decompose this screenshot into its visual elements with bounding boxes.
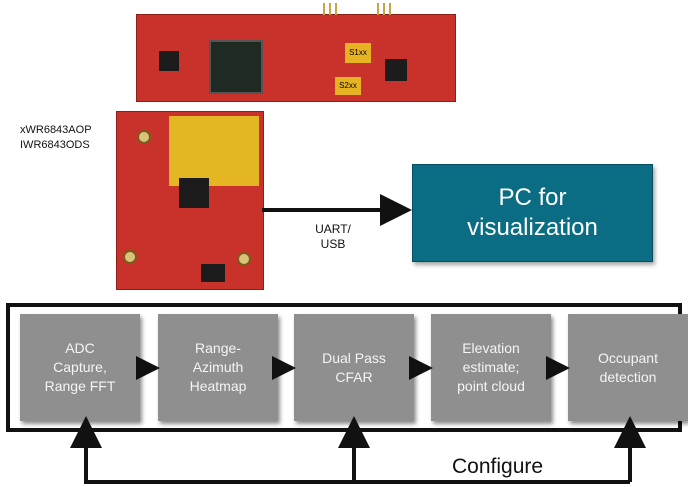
block-adc-capture: ADC Capture, Range FFT [20, 314, 140, 421]
mounting-hole [237, 252, 251, 266]
header-pin [389, 3, 391, 15]
header-pin [383, 3, 385, 15]
evm-carrier-board-image: S1xx S2xx [136, 3, 456, 102]
pc-box-line2: visualization [467, 214, 598, 241]
block-elevation-estimate: Elevation estimate; point cloud [431, 314, 551, 421]
pc-visualization-box: PC for visualization [412, 164, 653, 262]
board-chip [201, 264, 225, 282]
board-chip [159, 51, 179, 71]
radar-board-image [116, 111, 264, 290]
block-label: Dual Pass CFAR [322, 349, 386, 385]
board-display [209, 40, 263, 94]
configure-bus-line [84, 420, 630, 484]
block-label: Occupant detection [598, 349, 658, 385]
header-pin [377, 3, 379, 15]
block-label: Elevation estimate; point cloud [457, 340, 525, 394]
connection-label-line2: USB [320, 237, 346, 251]
pc-box-line1: PC for [498, 184, 567, 211]
header-pin [323, 3, 325, 15]
switch-s2: S2xx [335, 77, 361, 95]
header-pin [335, 3, 337, 15]
antenna-area [169, 116, 259, 186]
header-pin [329, 3, 331, 15]
block-label: ADC Capture, Range FFT [44, 340, 116, 394]
mounting-hole [137, 130, 151, 144]
block-occupant-detection: Occupant detection [568, 314, 688, 421]
mounting-hole [123, 250, 137, 264]
block-label: Range- Azimuth Heatmap [189, 340, 247, 394]
block-range-azimuth-heatmap: Range- Azimuth Heatmap [158, 314, 278, 421]
board-chip [385, 59, 407, 81]
connection-label-line1: UART/ [315, 222, 351, 236]
radar-chip [179, 178, 209, 208]
connection-label: UART/ USB [312, 222, 354, 252]
switch-s1: S1xx [345, 43, 371, 63]
device-label-ods: IWR6843ODS [20, 139, 90, 151]
device-label-aop: xWR6843AOP [20, 124, 92, 136]
block-dual-pass-cfar: Dual Pass CFAR [294, 314, 414, 421]
configure-label: Configure [452, 455, 544, 478]
